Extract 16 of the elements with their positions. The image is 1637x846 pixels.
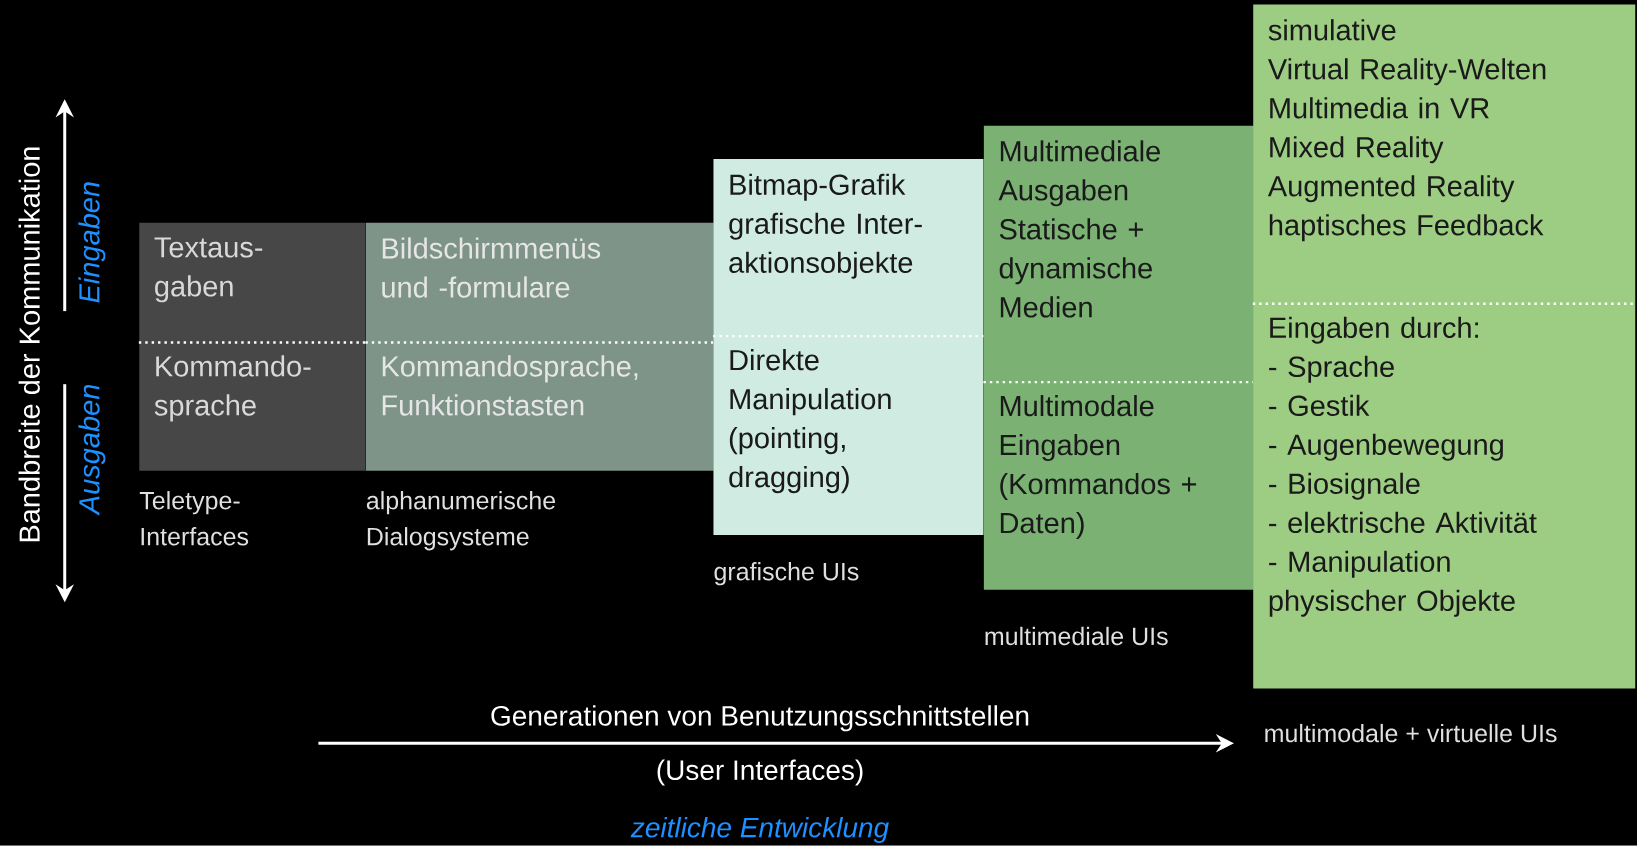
interface-box: Textaus- gaben Kommando- sprache: [138, 222, 366, 471]
axis-title: Generationen von Benutzungsschnittstellen: [491, 705, 1029, 732]
node-label: Teletype- Interfaces: [139, 491, 249, 546]
node-label: multimodale + virtuelle UIs: [1265, 724, 1557, 743]
axis-note: zeitliche Entwicklung: [630, 817, 889, 844]
interface-box: simulative Virtual Reality-Welten Multimedia in VR Mixed Reality Augmented Reality haptisches Feedback Eingaben durch: - Sprache - Gestik - Augenbewegung - Biosignale - elektrische Aktivität - Manipulation physischer Objekte: [1252, 4, 1636, 689]
node-label: multimediale UIs: [985, 626, 1168, 646]
interface-box: Bitmap-Grafik grafische Inter- aktionsobjekte Direkte Manipulation (pointing, dragging): [713, 159, 984, 536]
axis-label: Eingaben: [78, 182, 106, 303]
node-label: alphanumerische Dialogsysteme: [366, 491, 556, 551]
node-label: grafische UIs: [714, 562, 859, 586]
interface-box: Bildschirmmenüs und -formulare Kommandosprache, Funktionstasten: [365, 222, 714, 471]
axis-subtitle: (User Interfaces): [657, 759, 863, 786]
axis-title: Bandbreite der Kommunikation: [18, 147, 40, 542]
interface-box: Multimediale Ausgaben Statische + dynamische Medien Multimodale Eingaben (Kommandos + Daten): [983, 125, 1254, 590]
axis-label: Ausgaben: [78, 385, 106, 516]
